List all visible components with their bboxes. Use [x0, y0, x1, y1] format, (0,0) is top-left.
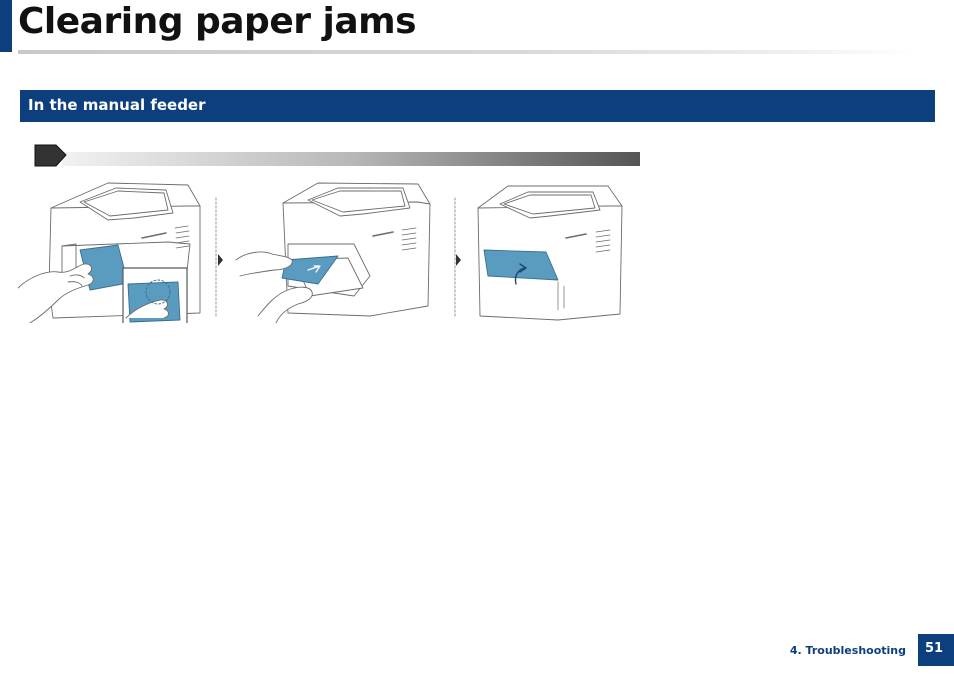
page-number-badge: 51 — [918, 634, 954, 666]
section-title: In the manual feeder — [28, 96, 206, 114]
step-arrow-icon — [34, 144, 67, 167]
printer-step-3 — [477, 185, 623, 321]
section-header: In the manual feeder — [20, 90, 935, 122]
page-number: 51 — [924, 641, 944, 656]
printer-step-2 — [235, 182, 461, 323]
title-divider — [18, 50, 918, 54]
page-title: Clearing paper jams — [18, 1, 417, 42]
footer-section-label: 4. Troubleshooting — [789, 644, 906, 657]
step-indicator-bar — [34, 144, 640, 167]
paper-jam-illustration — [18, 182, 623, 323]
printer-step-1 — [18, 182, 223, 323]
title-accent-bar — [0, 0, 12, 52]
